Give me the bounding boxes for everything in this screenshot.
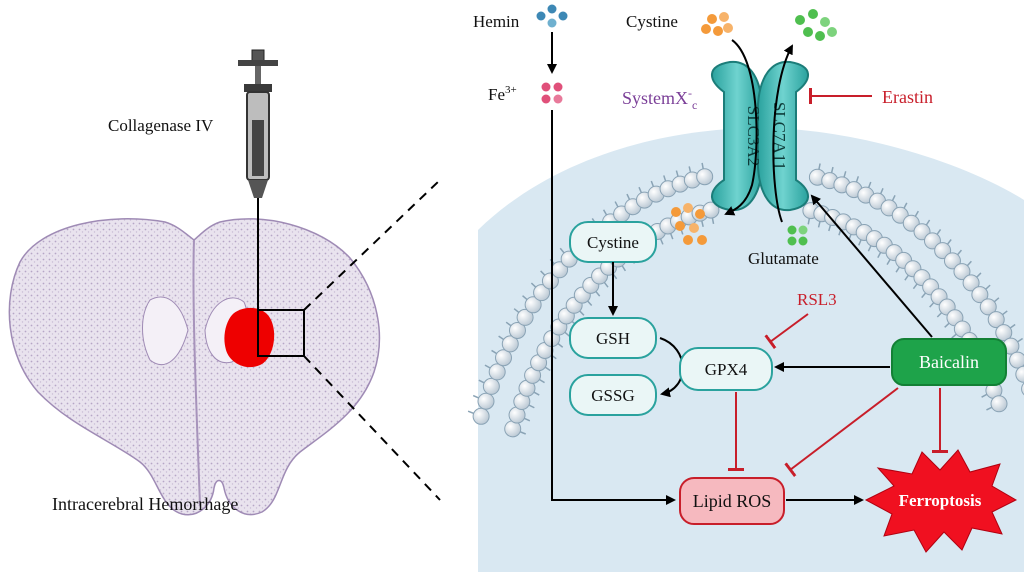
brain-ventricle — [142, 296, 189, 366]
hemorrhage-region — [224, 307, 275, 368]
lipid-head — [934, 242, 952, 260]
hemin-dots — [536, 4, 568, 28]
lipid-head — [533, 284, 551, 302]
system-xc-label: SystemX-c — [622, 86, 697, 112]
lipid-ros-label: Lipid ROS — [693, 491, 772, 511]
lipid-head — [501, 335, 519, 353]
cystine-inside-dots — [671, 203, 707, 245]
cystine-outside-dots — [701, 12, 733, 36]
cystine-outside-label: Cystine — [626, 12, 678, 31]
fe-dots — [541, 82, 563, 104]
glutamate-inside-dots — [787, 225, 808, 246]
fe-to-lipid-ros-arrow — [551, 110, 676, 505]
gssg-node — [569, 374, 657, 416]
gpx4-label: GPX4 — [705, 360, 748, 379]
glutamate-label: Glutamate — [748, 249, 819, 268]
gsh-node — [569, 317, 657, 359]
glutamate-export-arrow — [772, 44, 793, 223]
zoom-box — [257, 309, 305, 357]
rsl3-label: RSL3 — [797, 290, 837, 309]
lipid-head — [696, 168, 714, 186]
lipid-head — [495, 349, 513, 367]
lipid-head — [990, 395, 1008, 413]
rsl3-inhibition — [764, 313, 809, 350]
lipid-head — [482, 377, 500, 395]
fe-base: Fe — [488, 85, 505, 104]
lipid-head — [516, 308, 534, 326]
slc7a11-subunit — [757, 60, 809, 212]
lipid-head — [524, 296, 542, 314]
ferroptosis-burst — [864, 449, 1018, 553]
baicalin-node — [891, 338, 1007, 386]
baicalin-label: Baicalin — [919, 352, 979, 372]
lipid-head — [488, 363, 506, 381]
brain-section — [8, 217, 381, 516]
gsh-label: GSH — [596, 329, 630, 348]
lipid-head — [987, 311, 1005, 329]
baicalin-to-transporter-arrow — [810, 194, 933, 338]
lipid-head — [979, 298, 997, 316]
gssg-label: GSSG — [591, 386, 634, 405]
lipid-head — [962, 274, 980, 292]
hemin-label: Hemin — [473, 12, 520, 31]
slc3a2-label: SLC3A2 — [744, 106, 763, 166]
lipid-head — [472, 407, 490, 425]
lipid-head — [995, 324, 1013, 342]
ferroptosis-label: Ferroptosis — [899, 491, 982, 510]
syringe-label: Collagenase IV — [108, 116, 214, 135]
cystine-import-arrow — [724, 39, 758, 216]
lipid-head — [1009, 351, 1024, 369]
lipid-head — [953, 263, 971, 281]
system-xc-sub: c — [692, 98, 697, 112]
lipid-head — [508, 321, 526, 339]
brain-midline — [192, 239, 201, 506]
lipid-head — [943, 252, 961, 270]
gpx4-node — [679, 347, 773, 391]
cystine-inside-label: Cystine — [587, 233, 639, 252]
system-xc-base: SystemX — [622, 88, 688, 108]
lipid-head — [541, 272, 559, 290]
left-caption: Intracerebral Hemorrhage — [52, 494, 238, 514]
baicalin-inhibits-lipid-ros — [784, 387, 899, 477]
lipid-ros-node — [679, 477, 785, 525]
system-xc-transporter: SLC3A2 SLC7A11 — [711, 60, 809, 212]
zoom-line-bottom — [303, 355, 441, 501]
lipid-head — [1021, 382, 1024, 396]
fe-sup: 3+ — [505, 84, 517, 96]
glutamate-outside-dots — [795, 9, 837, 41]
lipid-head — [477, 392, 495, 410]
lipid-head — [971, 286, 989, 304]
erastin-label: Erastin — [882, 87, 933, 107]
system-xc-sup: - — [688, 86, 692, 100]
fe-label: Fe3+ — [488, 84, 517, 104]
syringe — [238, 49, 278, 322]
